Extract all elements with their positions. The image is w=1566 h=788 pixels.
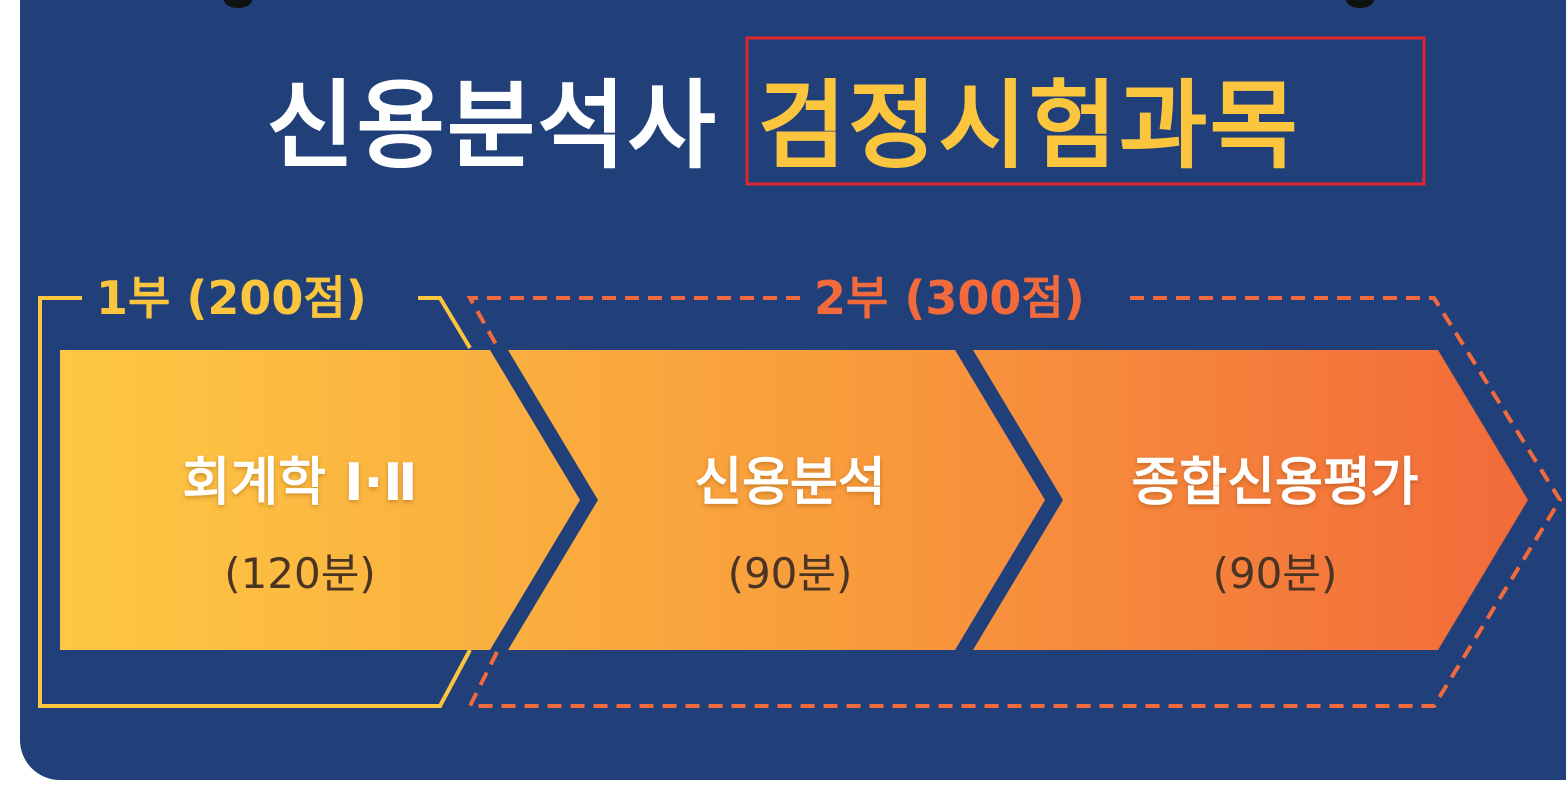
duration-comprehensive-credit-evaluation: (90분) — [1212, 549, 1338, 598]
part2-label: 2부 (300점) — [814, 271, 1085, 325]
arrow-segment-1 — [60, 350, 580, 650]
part1-bracket — [38, 296, 472, 708]
part1-label: 1부 (200점) — [96, 271, 367, 325]
part2-bracket-top-left — [466, 296, 800, 349]
page-title: 신용분석사 검정시험과목 — [0, 52, 1566, 182]
duration-accounting: (120분) — [224, 549, 376, 598]
part1-bracket-top — [418, 296, 472, 350]
part2-bracket-main — [466, 296, 1563, 708]
title-highlight: 검정시험과목 — [757, 69, 1300, 182]
title-highlight-frame — [745, 36, 1426, 186]
duration-credit-analysis: (90분) — [727, 549, 853, 598]
decor-dot-right — [1346, 0, 1374, 8]
arrow-segment-2 — [508, 350, 1045, 650]
decor-dot-left — [224, 0, 252, 8]
subject-credit-analysis: 신용분석 — [694, 453, 886, 513]
title-prefix: 신용분석사 — [266, 69, 718, 182]
subject-accounting: 회계학 Ⅰ·Ⅱ — [182, 453, 418, 513]
subject-comprehensive-credit-evaluation: 종합신용평가 — [1131, 453, 1419, 513]
arrow-segment-3 — [973, 350, 1528, 650]
